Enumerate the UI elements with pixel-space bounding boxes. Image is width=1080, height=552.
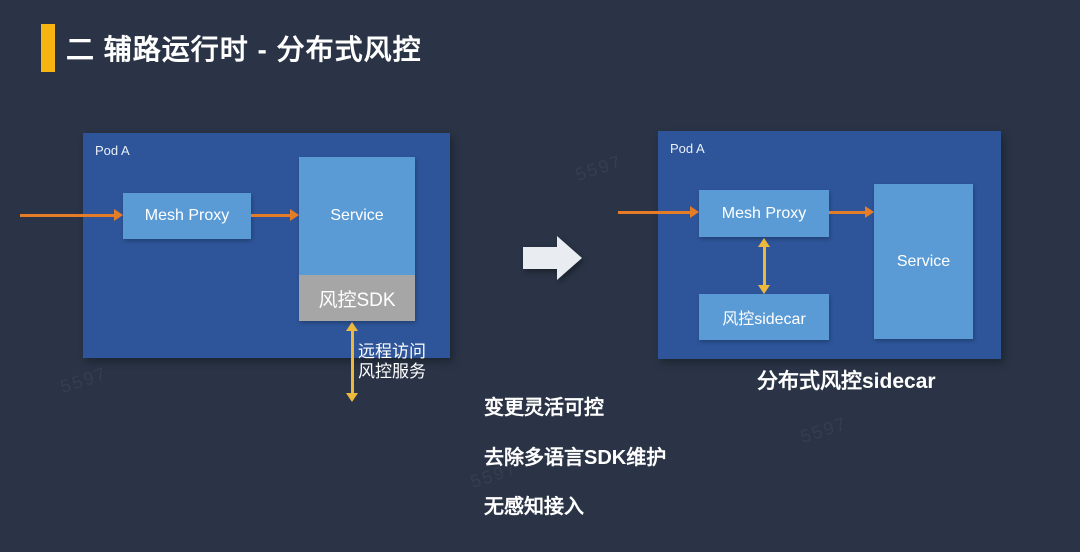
arrow-head-down-icon (346, 393, 358, 402)
page-title: 二 辅路运行时 - 分布式风控 (66, 34, 422, 65)
ingress-arrow-left (20, 209, 123, 221)
watermark-text: 5597 (572, 151, 625, 185)
arrow-head-icon (690, 206, 699, 218)
right-diagram-caption: 分布式风控sidecar (757, 370, 936, 393)
mesh-proxy-box-right: Mesh Proxy (699, 190, 829, 237)
remote-note-line2: 风控服务 (358, 362, 426, 381)
arrow-head-up-icon (758, 238, 770, 247)
watermark-text: 5597 (57, 363, 110, 397)
mesh-proxy-box-left: Mesh Proxy (123, 193, 251, 239)
remote-note-line1: 远程访问 (358, 342, 426, 361)
arrow-shaft (762, 247, 766, 285)
proxy-to-service-arrow-left (251, 209, 299, 221)
pod-label-left: Pod A (95, 143, 130, 158)
arrow-head-icon (865, 206, 874, 218)
arrow-shaft (350, 331, 354, 393)
risk-sdk-label: 风控SDK (318, 289, 396, 311)
service-area-left: Service (299, 157, 415, 275)
arrow-head-down-icon (758, 285, 770, 294)
proxy-to-service-arrow-right (829, 206, 874, 218)
risk-sdk-box: 风控SDK (299, 275, 415, 321)
arrow-shaft (618, 210, 690, 214)
remote-access-arrow (345, 322, 359, 402)
arrow-head-icon (557, 236, 582, 280)
arrow-head-icon (114, 209, 123, 221)
service-label-left: Service (330, 207, 384, 224)
bullet-item: 无感知接入 (484, 496, 584, 518)
title-accent-bar (41, 24, 55, 72)
service-box-left: Service 风控SDK (299, 157, 415, 321)
risk-sidecar-label: 风控sidecar (722, 311, 806, 328)
watermark-text: 5597 (797, 413, 850, 447)
service-label-right: Service (896, 252, 951, 270)
ingress-arrow-right (618, 206, 699, 218)
bullet-item: 变更灵活可控 (484, 397, 604, 419)
risk-sidecar-box: 风控sidecar (699, 294, 829, 340)
proxy-sidecar-link-arrow (757, 238, 771, 294)
service-box-right: Service (874, 184, 973, 339)
mesh-proxy-label-right: Mesh Proxy (721, 204, 807, 222)
arrow-shaft (20, 213, 114, 217)
transform-arrow-icon (523, 236, 582, 280)
mesh-proxy-label-left: Mesh Proxy (144, 207, 230, 224)
arrow-shaft (523, 247, 557, 269)
pod-label-right: Pod A (670, 141, 705, 156)
arrow-shaft (829, 210, 865, 214)
arrow-shaft (251, 213, 290, 217)
arrow-head-icon (290, 209, 299, 221)
arrow-head-up-icon (346, 322, 358, 331)
remote-access-note: 远程访问 风控服务 (358, 342, 426, 382)
bullet-item: 去除多语言SDK维护 (484, 447, 667, 469)
